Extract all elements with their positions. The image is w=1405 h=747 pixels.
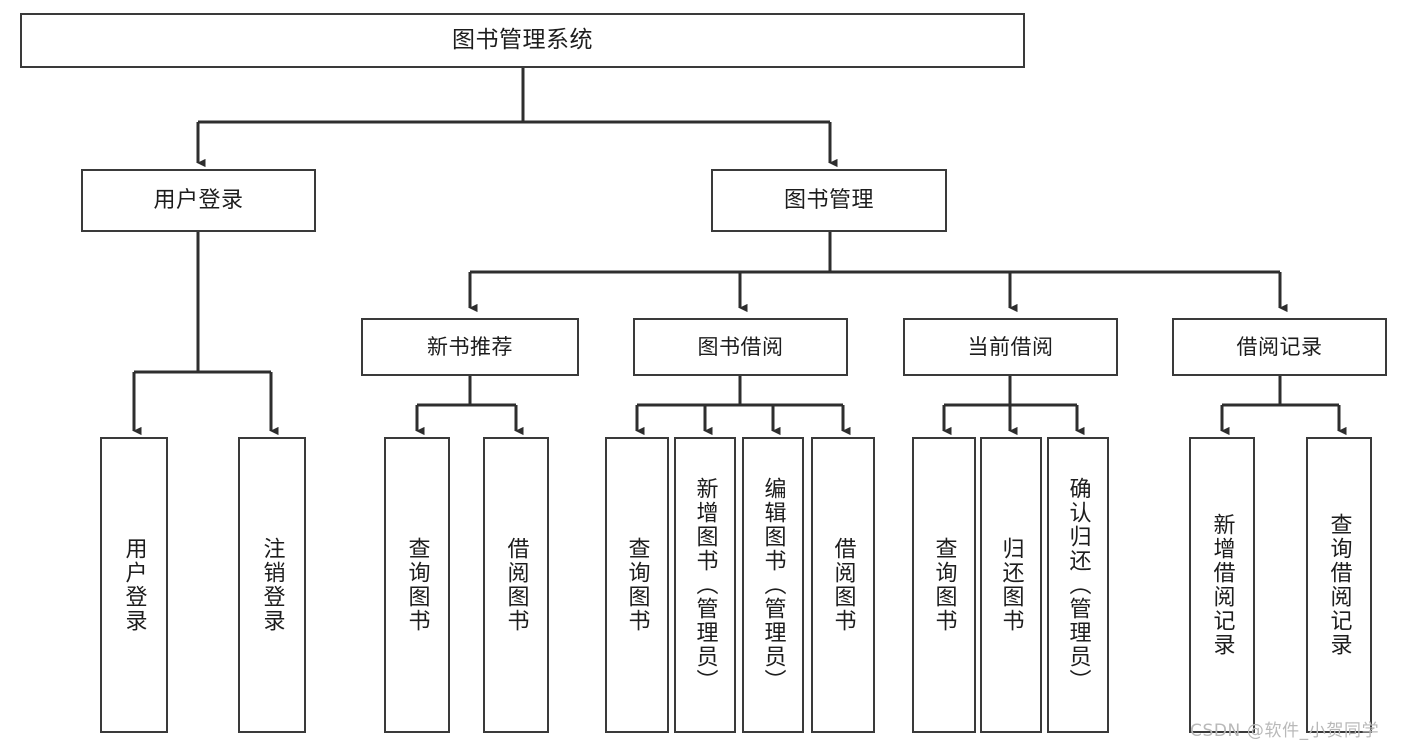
leaf-new-book-query[interactable]: 查询图书 [384,437,450,733]
leaf-new-book-borrow[interactable]: 借阅图书 [483,437,549,733]
node-root-system[interactable]: 图书管理系统 [20,13,1025,68]
leaf-current-confirm-return-admin[interactable]: 确认归还（管理员） [1047,437,1109,733]
leaf-record-add-record[interactable]: 新增借阅记录 [1189,437,1255,733]
leaf-user-login-signin[interactable]: 用户登录 [100,437,168,733]
node-user-login[interactable]: 用户登录 [81,169,316,232]
leaf-borrow-edit-book-admin-label: 编辑图书（管理员） [760,477,786,693]
leaf-new-book-borrow-label: 借阅图书 [503,537,529,633]
leaf-borrow-add-book-admin[interactable]: 新增图书（管理员） [674,437,736,733]
leaf-borrow-borrow-book[interactable]: 借阅图书 [811,437,875,733]
leaf-borrow-edit-book-admin[interactable]: 编辑图书（管理员） [742,437,804,733]
node-new-book-recommend-label: 新书推荐 [427,334,513,359]
node-borrow-record[interactable]: 借阅记录 [1172,318,1387,376]
node-root-system-label: 图书管理系统 [452,26,593,53]
node-borrow-record-label: 借阅记录 [1236,334,1323,359]
node-book-borrow-label: 图书借阅 [697,334,784,359]
leaf-current-confirm-return-admin-label: 确认归还（管理员） [1065,477,1091,693]
leaf-record-query-record-label: 查询借阅记录 [1326,513,1352,657]
node-book-management[interactable]: 图书管理 [711,169,947,232]
leaf-user-login-signout-label: 注销登录 [259,537,285,633]
leaf-borrow-add-book-admin-label: 新增图书（管理员） [692,477,718,693]
node-current-borrow[interactable]: 当前借阅 [903,318,1118,376]
leaf-record-add-record-label: 新增借阅记录 [1209,513,1235,657]
leaf-record-query-record[interactable]: 查询借阅记录 [1306,437,1372,733]
leaf-borrow-borrow-book-label: 借阅图书 [830,537,856,633]
leaf-borrow-query-book[interactable]: 查询图书 [605,437,669,733]
csdn-watermark: CSDN @软件_小贺同学 [1190,721,1380,741]
node-book-management-label: 图书管理 [783,187,874,213]
leaf-current-query-book[interactable]: 查询图书 [912,437,976,733]
leaf-new-book-query-label: 查询图书 [404,537,430,633]
leaf-current-return-book-label: 归还图书 [998,537,1024,633]
leaf-current-query-book-label: 查询图书 [931,537,957,633]
node-current-borrow-label: 当前借阅 [967,334,1054,359]
leaf-user-login-signin-label: 用户登录 [121,537,147,633]
node-new-book-recommend[interactable]: 新书推荐 [361,318,579,376]
leaf-borrow-query-book-label: 查询图书 [624,537,650,633]
leaf-user-login-signout[interactable]: 注销登录 [238,437,306,733]
node-user-login-label: 用户登录 [153,187,244,213]
leaf-current-return-book[interactable]: 归还图书 [980,437,1042,733]
node-book-borrow[interactable]: 图书借阅 [633,318,848,376]
